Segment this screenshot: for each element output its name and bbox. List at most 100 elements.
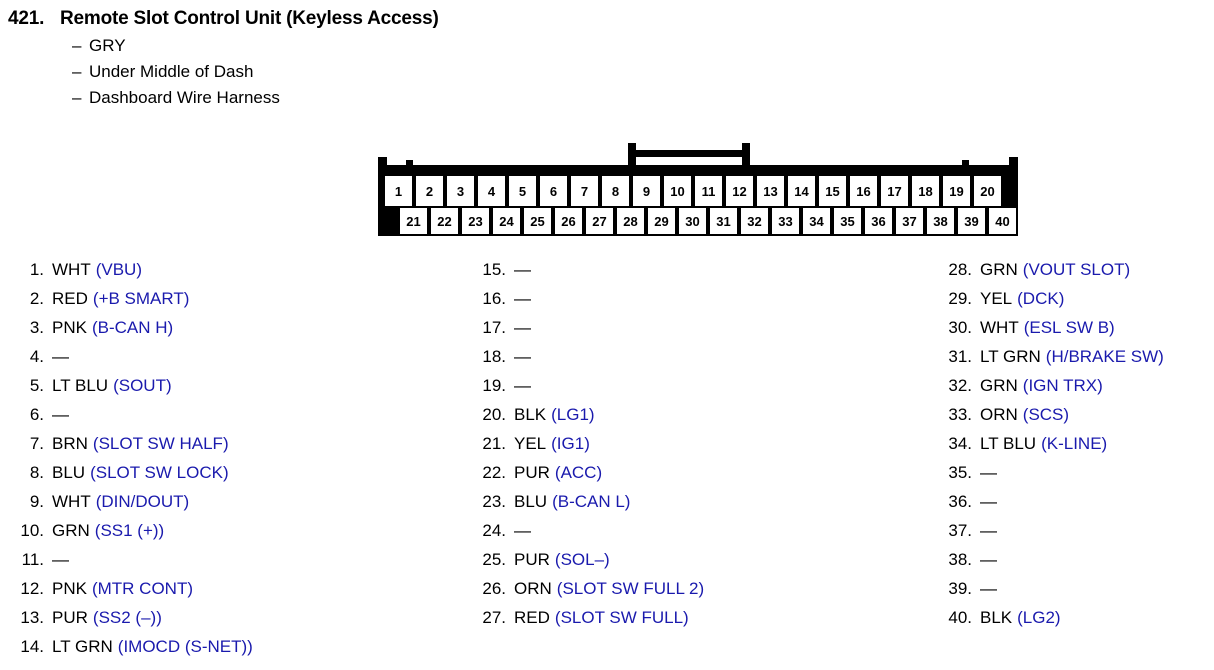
pin-wire-color: LT GRN: [980, 347, 1041, 366]
bullet-dash: –: [72, 36, 82, 55]
connector-pin-29: 29: [648, 208, 675, 234]
pin-number: 2.: [29, 289, 44, 308]
pin-number: 38.: [948, 550, 972, 569]
pin-number: 16.: [482, 289, 506, 308]
pin-number: 36.: [948, 492, 972, 511]
pin-number: 29.: [948, 289, 972, 308]
pin-signal-name: (LG1): [551, 405, 595, 424]
pin-number: 28.: [948, 260, 972, 279]
connector-pin-13: 13: [757, 176, 784, 206]
pin-wire-color: WHT: [52, 492, 91, 511]
pin-signal-name: (+B SMART): [92, 289, 190, 308]
connector-pin-12: 12: [726, 176, 753, 206]
detail-connector-color: – GRY: [72, 36, 1208, 56]
connector-pin-30: 30: [679, 208, 706, 234]
pin-number: 5.: [29, 376, 44, 395]
pin-row: 33.ORN(SCS): [936, 405, 1214, 434]
pin-signal-name: (K-LINE): [1041, 434, 1108, 453]
pin-list-column-3: 28.GRN(VOUT SLOT)29.YEL(DCK)30.WHT(ESL S…: [936, 260, 1214, 637]
connector-pin-25: 25: [524, 208, 551, 234]
pin-number: 9.: [29, 492, 44, 511]
pin-row: 6.—: [8, 405, 458, 434]
pin-number: 11.: [21, 550, 44, 569]
detail-text: Under Middle of Dash: [89, 62, 254, 81]
pin-wire-color: BLK: [980, 608, 1013, 627]
pin-number: 3.: [29, 318, 44, 337]
connector-pin-6: 6: [540, 176, 567, 206]
pin-wire-color: RED: [52, 289, 88, 308]
pin-row: 9. WHT(DIN/DOUT): [8, 492, 458, 521]
pin-number: 39.: [948, 579, 972, 598]
connector-pin-16: 16: [850, 176, 877, 206]
pin-row: 38. —: [936, 550, 1214, 579]
connector-pin-20: 20: [974, 176, 1001, 206]
pin-number: 4.: [29, 347, 44, 366]
connector-pin-9: 9: [633, 176, 660, 206]
pin-wire-color: BLU: [514, 492, 548, 511]
pin-wire-color: LT GRN: [52, 637, 113, 656]
pin-row: 5.LT BLU(SOUT): [8, 376, 458, 405]
pin-signal-name: (ACC): [554, 463, 603, 482]
pin-wire-color: YEL: [980, 289, 1013, 308]
pin-number: 31.: [948, 347, 972, 366]
connector-pin-5: 5: [509, 176, 536, 206]
pin-wire-color: LT BLU: [52, 376, 109, 395]
section-number: 421.: [8, 8, 45, 29]
detail-text: GRY: [89, 36, 126, 55]
pin-unused-marker: —: [980, 521, 997, 540]
connector-pin-18: 18: [912, 176, 939, 206]
pin-list-column-2: 15.—16.—17.—18.—19.—20.BLK(LG1)21.YEL(IG…: [470, 260, 940, 637]
connector-pin-27: 27: [586, 208, 613, 234]
pin-signal-name: (VBU): [95, 260, 142, 279]
pin-unused-marker: —: [52, 347, 69, 366]
pin-signal-name: (VOUT SLOT): [1022, 260, 1131, 279]
pin-signal-name: (B-CAN L): [552, 492, 631, 511]
pin-signal-name: (DIN/DOUT): [95, 492, 190, 511]
connector-tab-right-inner: [962, 160, 969, 167]
pin-unused-marker: —: [514, 521, 531, 540]
pin-unused-marker: —: [514, 318, 531, 337]
pin-wire-color: WHT: [52, 260, 91, 279]
pin-wire-color: BLK: [514, 405, 547, 424]
pin-signal-name: (SS1 (+)): [94, 521, 165, 540]
pin-wire-color: GRN: [52, 521, 90, 540]
connector-pin-1: 1: [385, 176, 412, 206]
connector-pin-10: 10: [664, 176, 691, 206]
connector-tab-left-inner: [406, 160, 413, 167]
pin-row: 36. —: [936, 492, 1214, 521]
pin-number: 18.: [482, 347, 506, 366]
pin-number: 14.: [20, 637, 44, 656]
connector-pin-33: 33: [772, 208, 799, 234]
detail-harness: – Dashboard Wire Harness: [72, 88, 1208, 108]
pin-number: 32.: [948, 376, 972, 395]
connector-pin-21: 21: [400, 208, 427, 234]
pin-number: 40.: [948, 608, 972, 627]
pin-number: 12.: [20, 579, 44, 598]
pin-row: 40.BLK(LG2): [936, 608, 1214, 637]
pin-number: 1.: [29, 260, 44, 279]
pin-number: 10.: [20, 521, 44, 540]
pin-row: 2. RED(+B SMART): [8, 289, 458, 318]
pin-signal-name: (IMOCD (S-NET)): [117, 637, 253, 656]
pin-row: 31.LT GRN(H/BRAKE SW): [936, 347, 1214, 376]
pin-number: 8.: [29, 463, 44, 482]
pin-row: 7.BRN(SLOT SW HALF): [8, 434, 458, 463]
pin-row: 28.GRN(VOUT SLOT): [936, 260, 1214, 289]
pin-row: 17.—: [470, 318, 940, 347]
pin-number: 33.: [948, 405, 972, 424]
pin-signal-name: (SCS): [1022, 405, 1070, 424]
pin-unused-marker: —: [514, 289, 531, 308]
pin-number: 37.: [948, 521, 972, 540]
detail-location: – Under Middle of Dash: [72, 62, 1208, 82]
pin-list-column-1: 1.WHT(VBU)2.RED(+B SMART)3.PNK(B-CAN H)4…: [8, 260, 458, 666]
pin-row: 4. —: [8, 347, 458, 376]
connector-pin-34: 34: [803, 208, 830, 234]
connector-pin-7: 7: [571, 176, 598, 206]
pin-number: 20.: [482, 405, 506, 424]
pin-unused-marker: —: [980, 550, 997, 569]
pin-unused-marker: —: [980, 492, 997, 511]
pin-unused-marker: —: [514, 347, 531, 366]
connector-pin-32: 32: [741, 208, 768, 234]
pin-signal-name: (SLOT SW FULL 2): [556, 579, 705, 598]
